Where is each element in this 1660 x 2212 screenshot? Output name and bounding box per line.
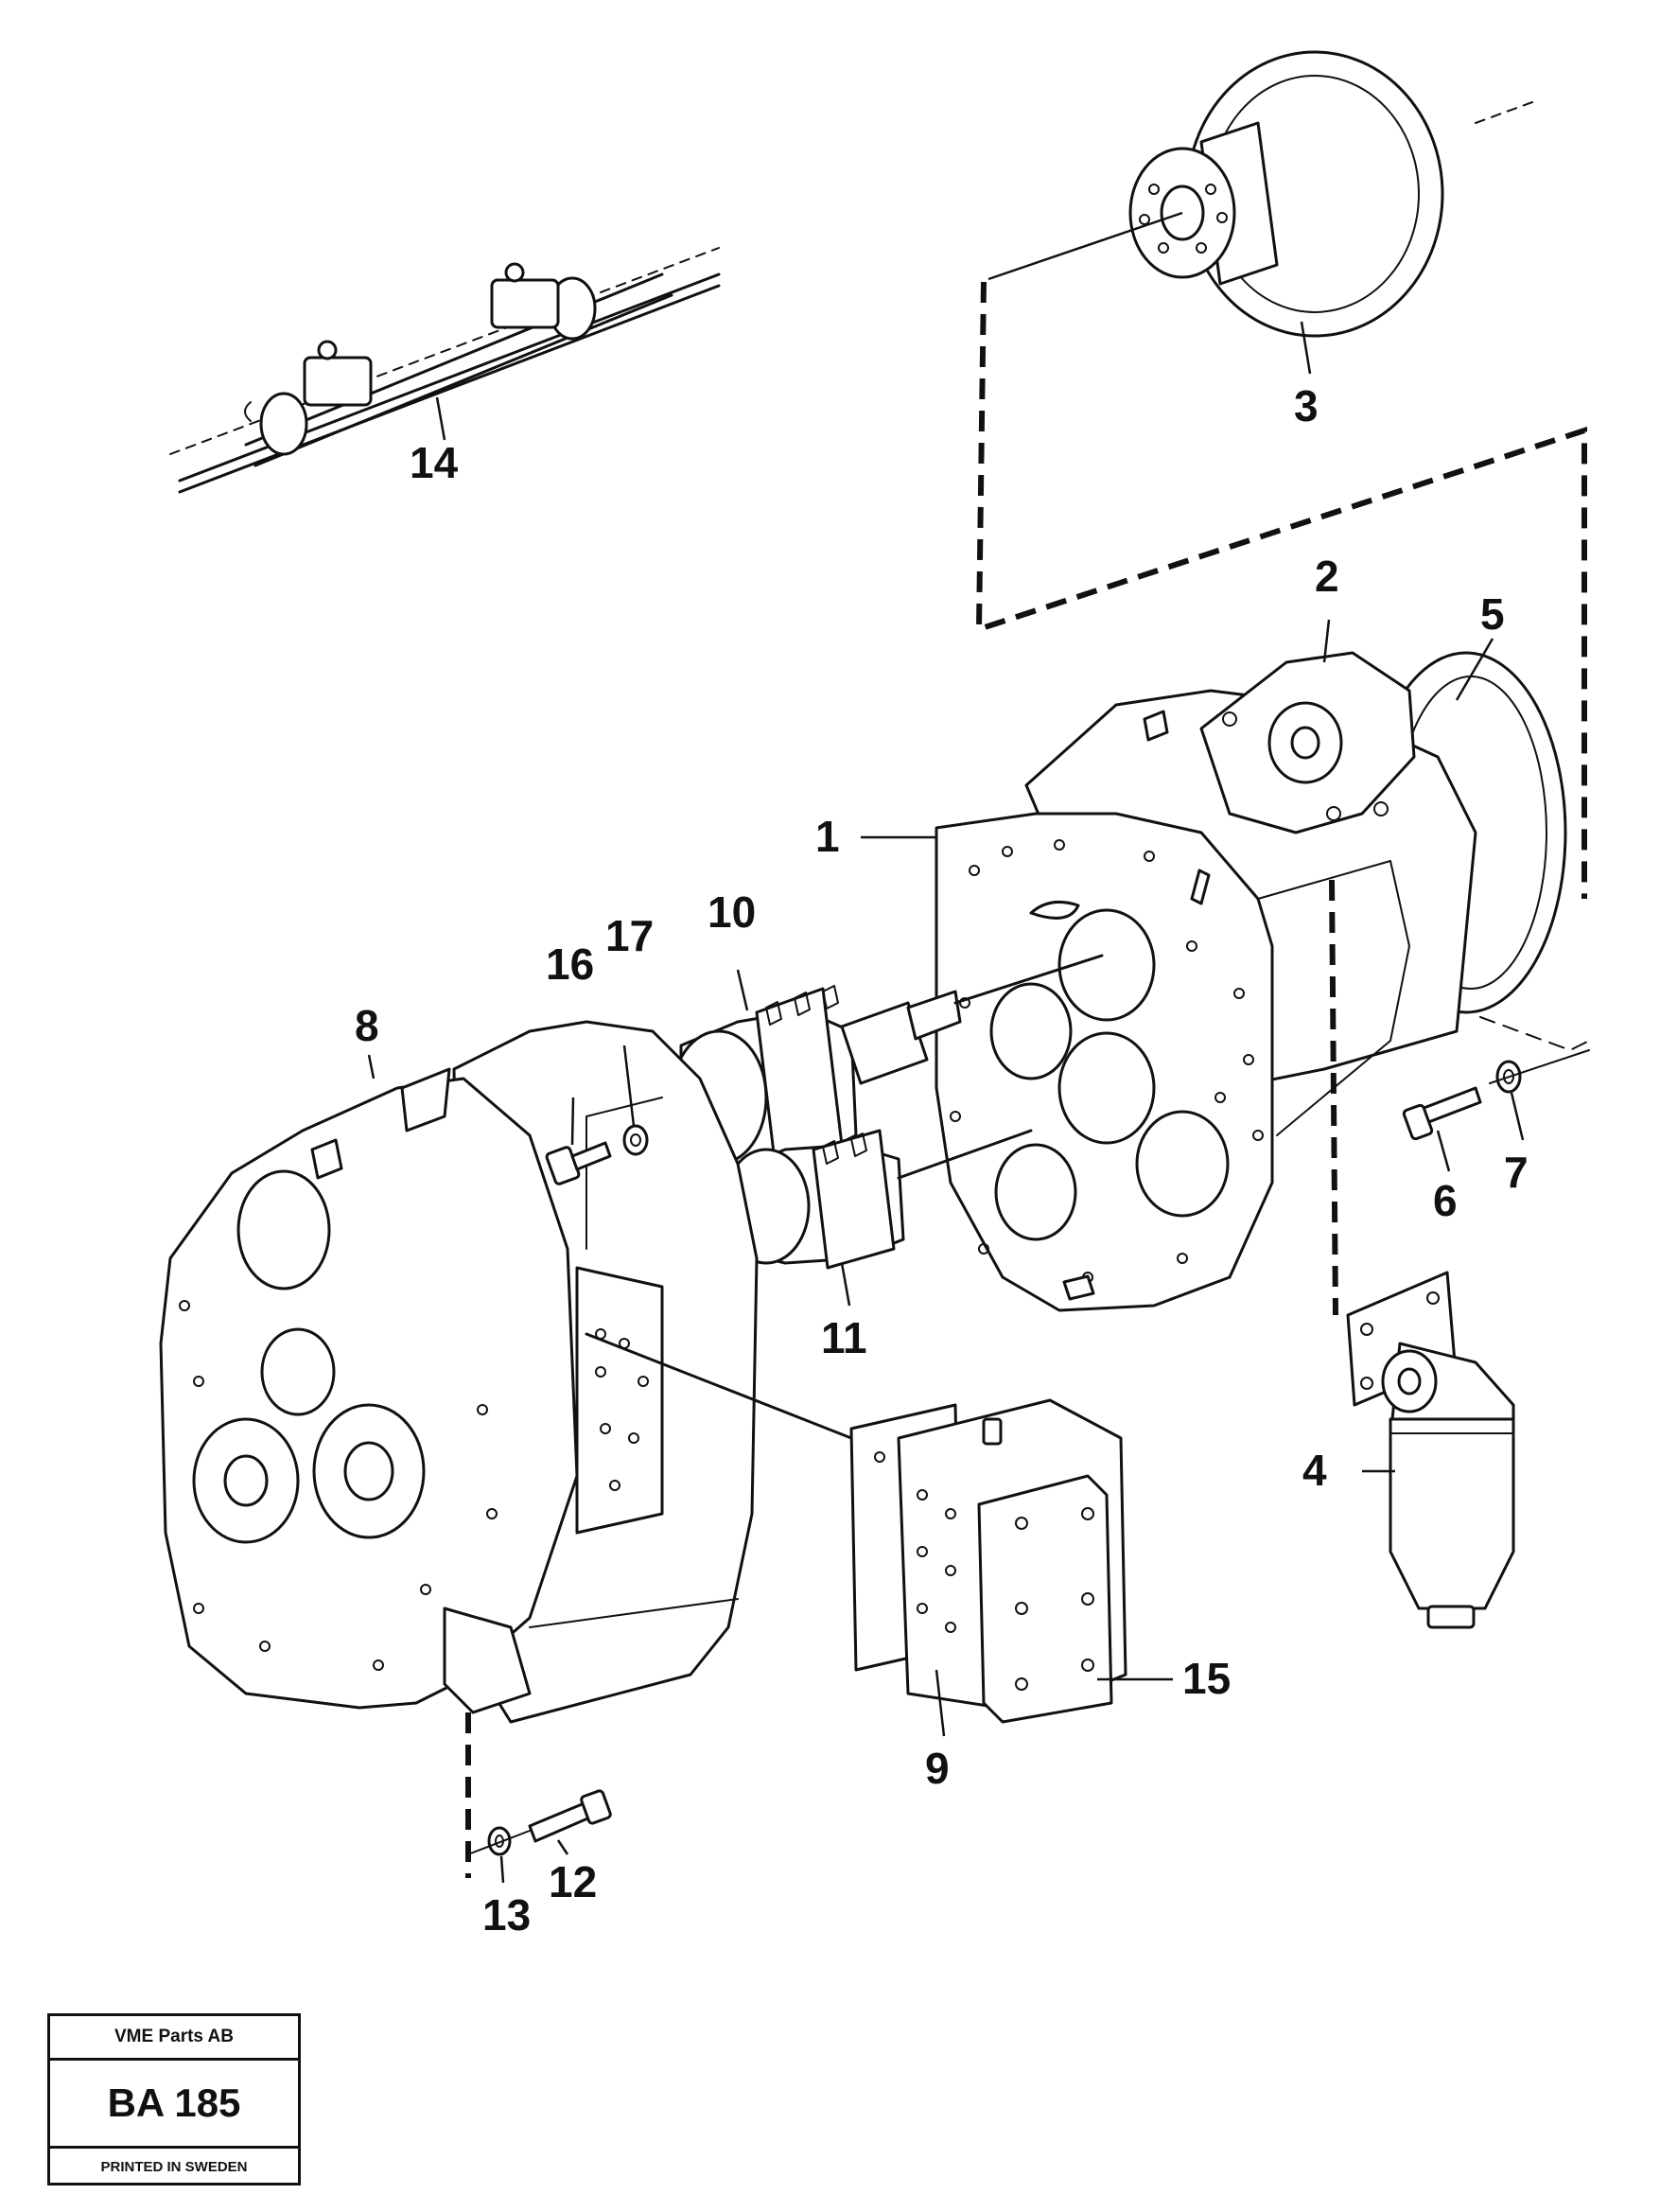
callout-1: 1 (815, 812, 840, 861)
bolt-part-12 (528, 1789, 612, 1855)
title-block-company: VME Parts AB (50, 2016, 298, 2061)
dashed-connector-filter (1329, 879, 1338, 1316)
shaft-gear-part-10 (670, 954, 1104, 1170)
hose-assembly-part-14 (169, 247, 721, 494)
callout-2: 2 (1315, 552, 1339, 601)
washer-part-17 (622, 1045, 649, 1156)
callout-5: 5 (1480, 589, 1505, 639)
dashed-connector-top (975, 281, 1587, 899)
title-block: VME Parts AB BA 185 PRINTED IN SWEDEN (47, 2013, 301, 2186)
callout-7: 7 (1504, 1148, 1529, 1197)
callout-4: 4 (1302, 1446, 1327, 1495)
washer-part-7 (1489, 1049, 1590, 1141)
callout-17: 17 (605, 911, 654, 960)
callout-14: 14 (410, 438, 459, 487)
callout-6: 6 (1433, 1176, 1458, 1225)
transmission-housing-part-1 (861, 619, 1567, 1312)
control-valve-part-9 (849, 1398, 1173, 1737)
callout-9: 9 (925, 1744, 950, 1793)
dashed-connector-bolt (1479, 1016, 1590, 1051)
callout-12: 12 (549, 1857, 597, 1906)
callout-8: 8 (355, 1001, 379, 1050)
callout-16: 16 (546, 939, 594, 989)
callout-13: 13 (482, 1890, 531, 1940)
callout-10: 10 (708, 887, 756, 937)
bolt-part-6 (1402, 1086, 1482, 1172)
bolt-part-16 (545, 1097, 612, 1185)
washer-part-13 (467, 1826, 531, 1884)
callout-3: 3 (1294, 381, 1319, 430)
title-block-printed: PRINTED IN SWEDEN (100, 2159, 248, 2175)
callout-15: 15 (1182, 1654, 1231, 1703)
torque-converter-part-3 (987, 50, 1533, 375)
transmission-housing-part-8 (159, 1020, 853, 1724)
oil-filter-part-4 (1346, 1271, 1515, 1629)
callout-11: 11 (821, 1313, 867, 1362)
title-block-code: BA 185 (50, 2061, 298, 2149)
